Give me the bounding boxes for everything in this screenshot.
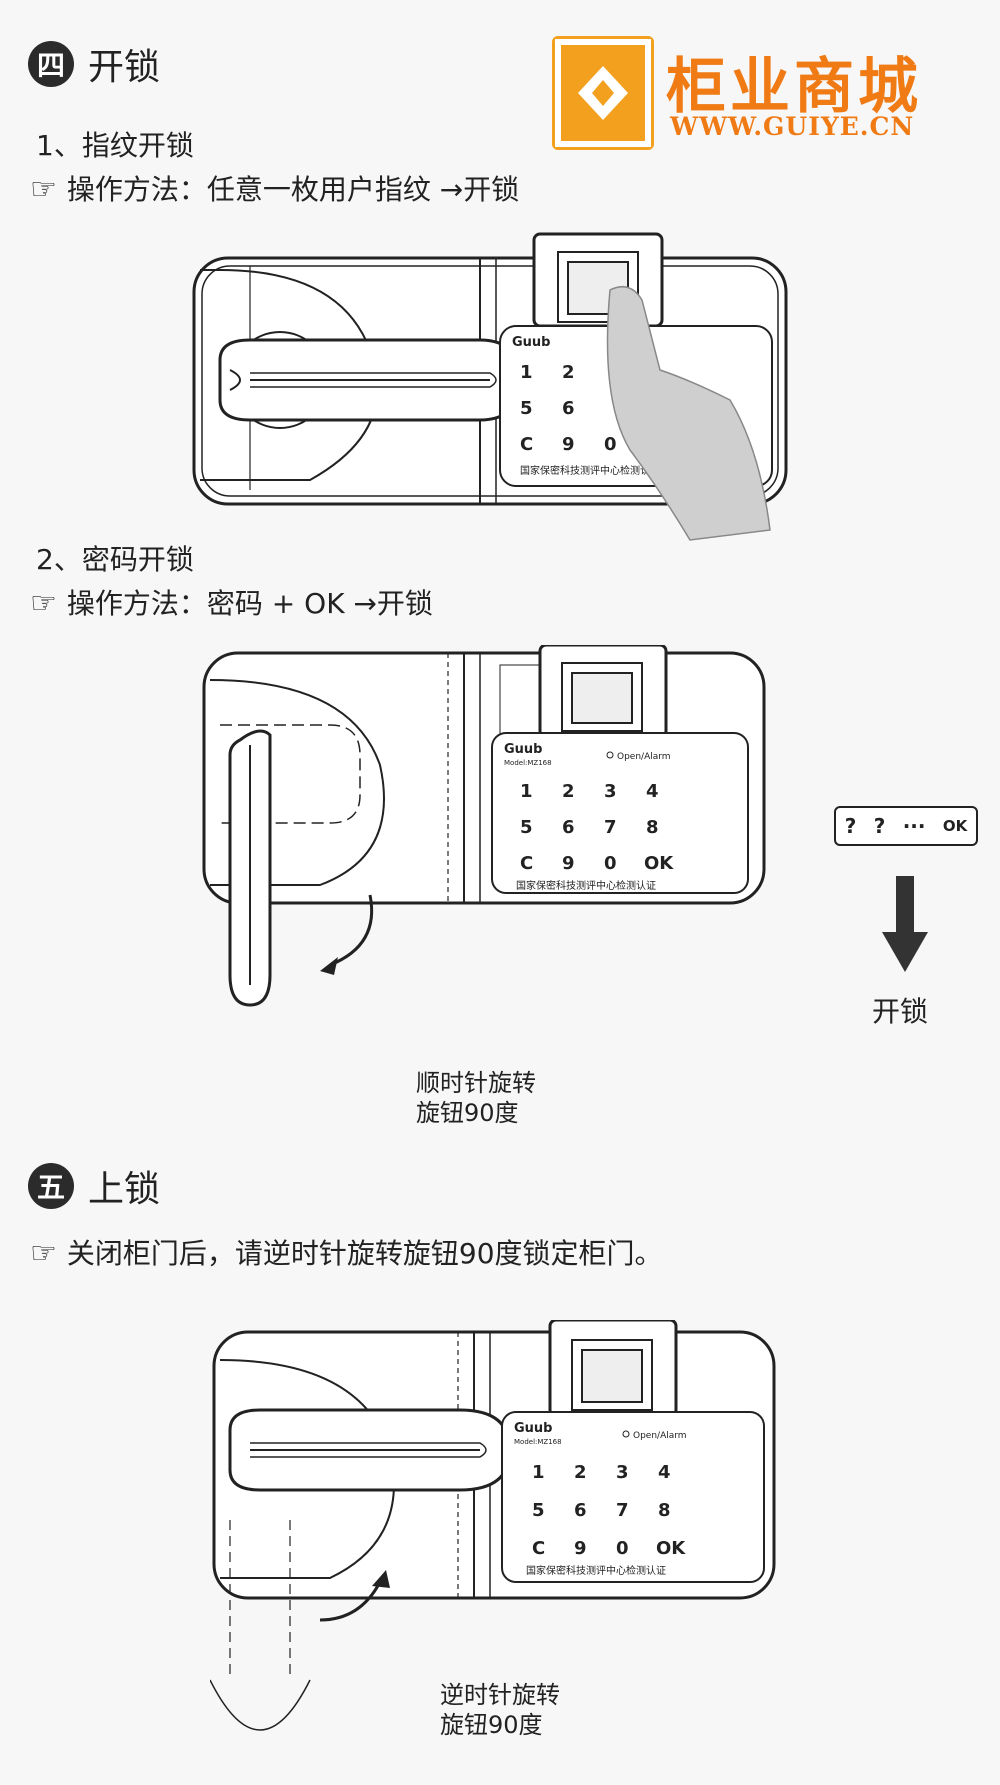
unlock-result-label: 开锁 (872, 995, 929, 1028)
sequence-digit: ? (844, 814, 857, 838)
key-9: 9 (562, 434, 575, 455)
key-ok: OK (644, 853, 674, 874)
section-number-badge: 四 (28, 41, 74, 87)
lock-figure-lock: Guub Model:MZ168 Open/Alarm 1 2 3 4 5 6 … (210, 1320, 776, 1731)
logo-title: 柜业商城 (666, 52, 922, 122)
section-number-badge: 五 (28, 1163, 74, 1209)
key-8: 8 (646, 817, 659, 838)
clockwise-arrow-icon (329, 894, 374, 967)
step-method-lock: ☞ 关闭柜门后，请逆时针旋转旋钮90度锁定柜门。 (30, 1232, 663, 1272)
brand-label: Guub (512, 335, 551, 350)
caption-line: 逆时针旋转 (440, 1681, 560, 1709)
key-0: 0 (604, 853, 617, 874)
lock-figure-password: Guub Model:MZ168 Open/Alarm 1 2 3 4 5 6 … (202, 645, 766, 1007)
clockwise-caption: 顺时针旋转 旋钮90度 (416, 1068, 536, 1128)
key-1: 1 (532, 1462, 545, 1483)
key-7: 7 (604, 817, 617, 838)
certification-label: 国家保密科技测评中心检测认证 (526, 1564, 666, 1577)
certification-label: 国家保密科技测评中心检测认证 (516, 879, 656, 892)
model-label: Model:MZ168 (514, 1438, 562, 1446)
key-1: 1 (520, 362, 533, 383)
key-8: 8 (658, 1500, 671, 1521)
section-title: 上锁 (88, 1169, 161, 1210)
indicator-label: Open/Alarm (633, 1431, 687, 1441)
key-c: C (520, 434, 533, 455)
caption-line: 旋钮90度 (416, 1099, 519, 1127)
logo-icon (552, 36, 654, 150)
key-0: 0 (616, 1538, 629, 1559)
sequence-digit: ? (873, 814, 886, 838)
brand-label: Guub (514, 1421, 553, 1436)
indicator-label: Open/Alarm (617, 752, 671, 762)
sequence-digit: ··· (902, 814, 926, 838)
pointing-hand-icon: ☞ (30, 1236, 57, 1271)
section-unlock-header: 四 开锁 (28, 38, 160, 90)
key-4: 4 (646, 781, 659, 802)
key-9: 9 (574, 1538, 587, 1559)
counterclockwise-caption: 逆时针旋转 旋钮90度 (440, 1680, 560, 1740)
key-0: 0 (604, 434, 617, 455)
key-6: 6 (562, 817, 575, 838)
down-arrow-icon (882, 876, 928, 972)
key-3: 3 (604, 781, 617, 802)
section-lock-header: 五 上锁 (28, 1160, 160, 1212)
key-c: C (520, 853, 533, 874)
step-method-password: ☞ 操作方法：密码 + OK →开锁 (30, 582, 433, 622)
counterclockwise-arrow-icon (319, 1581, 382, 1622)
method-text: 操作方法：密码 + OK →开锁 (66, 587, 433, 620)
step-method-fingerprint: ☞ 操作方法：任意一枚用户指纹 →开锁 (30, 168, 519, 208)
key-5: 5 (520, 817, 533, 838)
key-6: 6 (562, 398, 575, 419)
key-3: 3 (616, 1462, 629, 1483)
key-2: 2 (574, 1462, 587, 1483)
certification-label: 国家保密科技测评中心检测认证 (520, 464, 660, 477)
key-ok: OK (656, 1538, 686, 1559)
key-9: 9 (562, 853, 575, 874)
key-1: 1 (520, 781, 533, 802)
lock-figure-fingerprint: Guub 1 2 5 6 C 9 0 国家保密科技测评中心检测认证 (192, 232, 788, 541)
method-text: 操作方法：任意一枚用户指纹 →开锁 (66, 173, 520, 206)
caption-line: 顺时针旋转 (416, 1069, 536, 1097)
pointing-hand-icon: ☞ (30, 172, 57, 207)
key-5: 5 (520, 398, 533, 419)
key-5: 5 (532, 1500, 545, 1521)
password-sequence-box: ? ? ··· OK (834, 806, 978, 846)
key-2: 2 (562, 781, 575, 802)
step-heading-password: 2、密码开锁 (36, 543, 194, 576)
step-heading-fingerprint: 1、指纹开锁 (36, 129, 194, 162)
key-4: 4 (658, 1462, 671, 1483)
brand-label: Guub (504, 742, 543, 757)
finger-hand-icon (606, 285, 771, 541)
key-c: C (532, 1538, 545, 1559)
model-label: Model:MZ168 (504, 759, 552, 767)
section-title: 开锁 (88, 47, 161, 88)
key-6: 6 (574, 1500, 587, 1521)
method-text: 关闭柜门后，请逆时针旋转旋钮90度锁定柜门。 (66, 1237, 663, 1270)
logo-url: WWW.GUIYE.CN (670, 112, 915, 141)
caption-line: 旋钮90度 (440, 1711, 543, 1739)
sequence-ok: OK (942, 817, 968, 835)
key-7: 7 (616, 1500, 629, 1521)
pointing-hand-icon: ☞ (30, 586, 57, 621)
key-2: 2 (562, 362, 575, 383)
